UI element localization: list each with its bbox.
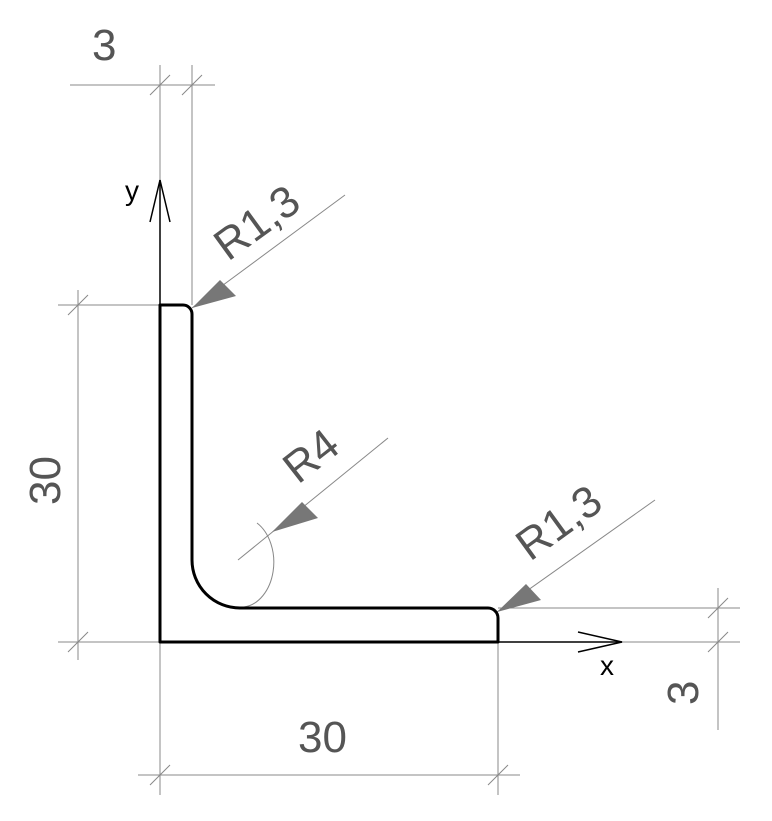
top-dim-tick-right bbox=[181, 74, 203, 96]
arrowhead-inner-radius bbox=[272, 502, 318, 532]
x-axis-arrow bbox=[577, 631, 623, 653]
top-dim-tick-left bbox=[149, 74, 171, 96]
angle-profile-outline bbox=[158, 303, 500, 644]
y-axis-arrow bbox=[149, 179, 171, 223]
inner-radius-label: R4 bbox=[274, 420, 348, 493]
inner-fillet-reference-arc bbox=[243, 522, 275, 608]
right-dim-tick-bottom bbox=[707, 631, 729, 653]
left-height-label: 30 bbox=[21, 456, 70, 505]
left-dim-tick-top bbox=[67, 294, 89, 316]
arrowhead-top-radius bbox=[192, 280, 236, 308]
x-axis-label: x bbox=[600, 650, 614, 681]
y-axis-label: y bbox=[125, 175, 139, 206]
top-thickness-label: 3 bbox=[92, 21, 116, 70]
bottom-dim-tick-left bbox=[149, 764, 171, 786]
bottom-width-label: 30 bbox=[298, 713, 347, 762]
arrowhead-right-radius bbox=[497, 584, 541, 612]
right-thickness-label: 3 bbox=[659, 681, 708, 705]
leader-inner-radius bbox=[237, 437, 389, 561]
right-radius-label: R1,3 bbox=[507, 476, 611, 570]
bottom-dim-tick-right bbox=[487, 764, 509, 786]
radius-arrowheads bbox=[192, 280, 541, 612]
left-dim-tick-bottom bbox=[67, 631, 89, 653]
right-dim-tick-top bbox=[707, 597, 729, 619]
top-radius-label: R1,3 bbox=[205, 176, 309, 270]
